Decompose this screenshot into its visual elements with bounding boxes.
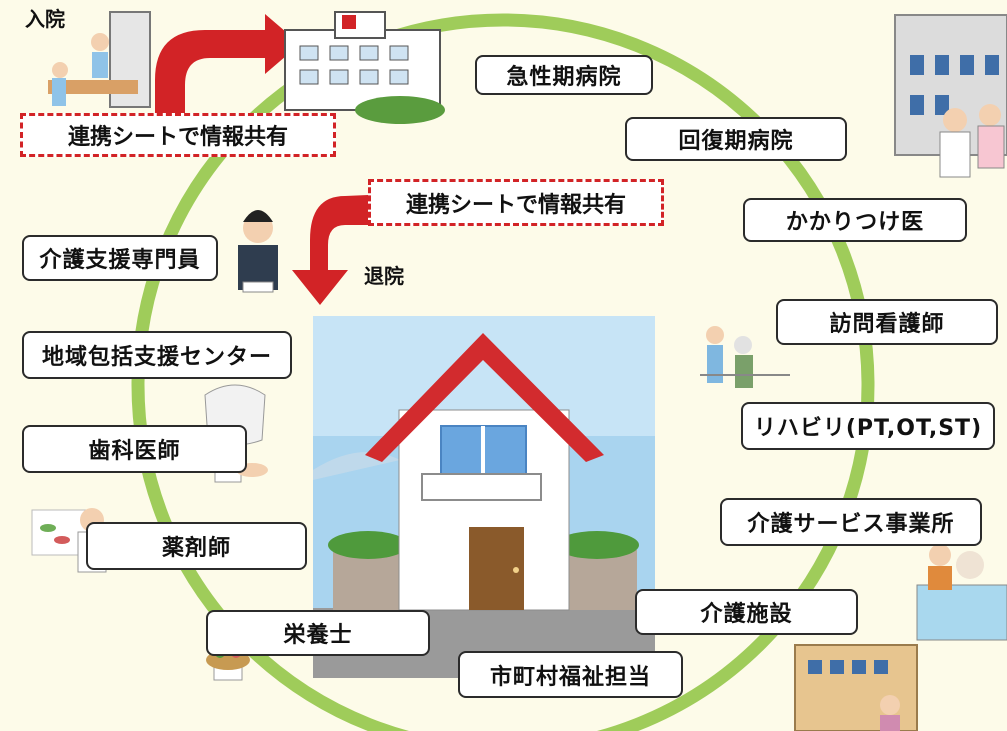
nutritionist-label: 栄養士 bbox=[206, 610, 430, 656]
family-doctor-label: かかりつけ医 bbox=[743, 198, 967, 242]
rehab-label: リハビリ(PT,OT,ST) bbox=[741, 402, 995, 450]
care-network-ring bbox=[131, 13, 875, 731]
recovery-hospital-label: 回復期病院 bbox=[625, 117, 847, 161]
community-support-center-label: 地域包括支援センター bbox=[22, 331, 292, 379]
visiting-nurse-label: 訪問看護師 bbox=[776, 299, 998, 345]
dentist-label: 歯科医師 bbox=[22, 425, 247, 473]
info-share-sheet-label-middle: 連携シートで情報共有 bbox=[368, 179, 664, 226]
discharge-arrow bbox=[292, 195, 368, 305]
info-share-sheet-label-top: 連携シートで情報共有 bbox=[20, 113, 336, 157]
care-manager-person-icon bbox=[238, 210, 278, 293]
acute-hospital-label: 急性期病院 bbox=[475, 55, 653, 95]
rehab-people-icon bbox=[700, 326, 790, 388]
care-service-office-label: 介護サービス事業所 bbox=[720, 498, 982, 546]
doctor-nurse-icon bbox=[939, 104, 1005, 178]
discharge-label: 退院 bbox=[364, 264, 404, 288]
ambulance-stretcher-icon bbox=[48, 11, 151, 108]
care-facility-label: 介護施設 bbox=[635, 589, 858, 635]
care-home-building-icon bbox=[794, 644, 918, 731]
admission-label: 入院 bbox=[25, 7, 65, 31]
bath-care-icon bbox=[916, 544, 1007, 641]
municipal-welfare-label: 市町村福祉担当 bbox=[458, 651, 683, 698]
admission-arrow bbox=[155, 14, 300, 113]
care-manager-label: 介護支援専門員 bbox=[22, 235, 218, 281]
pharmacist-label: 薬剤師 bbox=[86, 522, 307, 570]
hospital-building-icon bbox=[284, 11, 445, 124]
